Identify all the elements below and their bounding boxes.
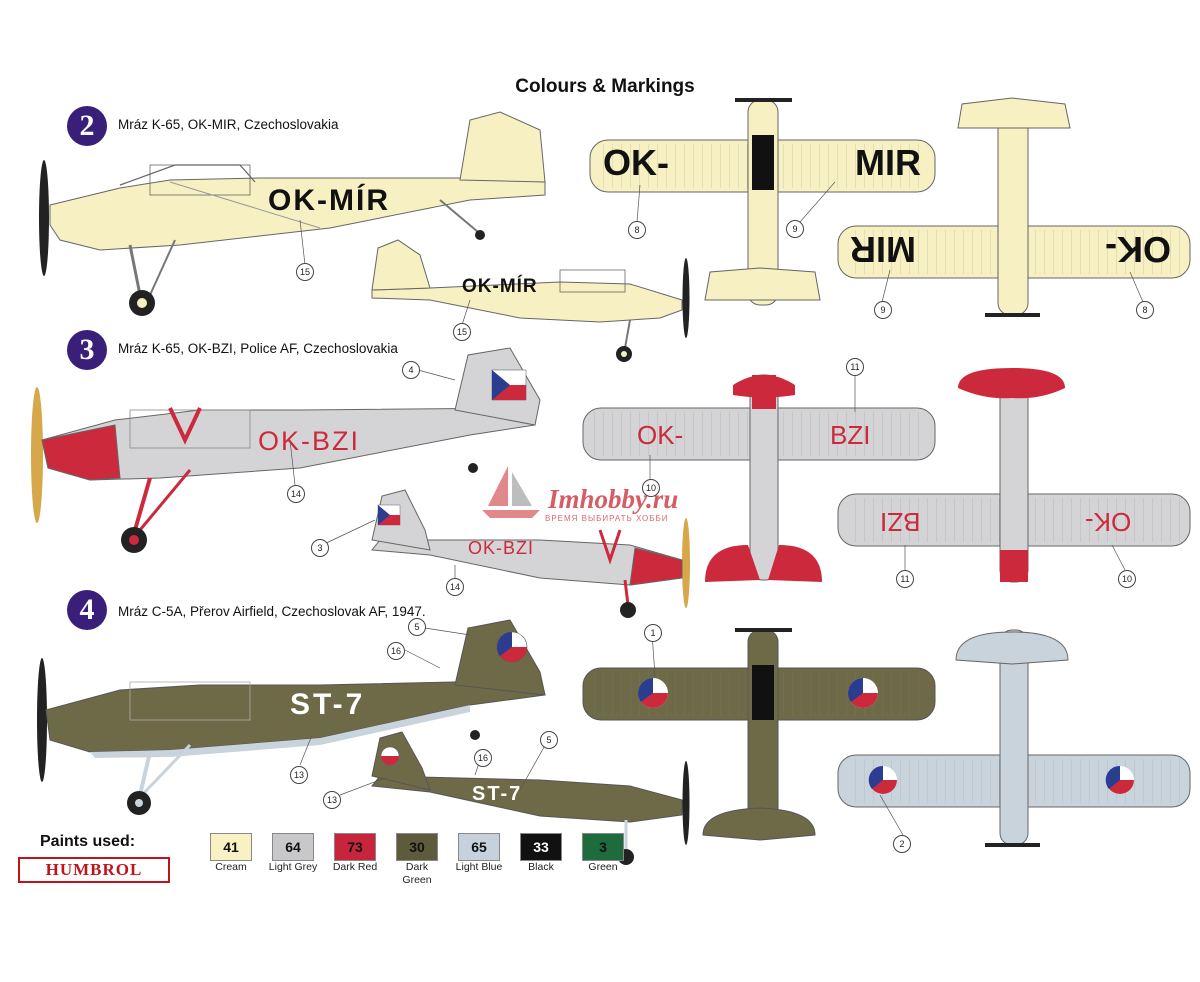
scheme3-side-view [31, 347, 541, 553]
swatch-name: Light Blue [455, 861, 503, 873]
callout-marker: 11 [846, 358, 864, 376]
callout-marker: 13 [290, 766, 308, 784]
callout-marker: 15 [296, 263, 314, 281]
wing-marking-underside: OK- [1105, 229, 1171, 270]
wing-marking-underside: BZI [880, 507, 921, 537]
scheme4-bottom-view [837, 629, 1191, 847]
swatch-name: Green [588, 861, 618, 873]
sailboat-icon [482, 466, 540, 518]
page-title: Colours & Markings [515, 76, 695, 97]
callout-marker: 16 [387, 642, 405, 660]
registration-marking: ST-7 [472, 783, 523, 805]
paint-swatch: 3 Green [579, 833, 627, 887]
callout-marker: 5 [408, 618, 426, 636]
callout-marker: 9 [786, 220, 804, 238]
callout-marker: 8 [1136, 301, 1154, 319]
callout-marker: 14 [287, 485, 305, 503]
callout-marker: 9 [874, 301, 892, 319]
registration-marking: OK-BZI [258, 426, 361, 456]
callout-marker: 10 [642, 479, 660, 497]
callout-marker: 16 [474, 749, 492, 767]
scheme-number-badge: 2 [67, 106, 107, 146]
callout-marker: 15 [453, 323, 471, 341]
registration-marking: OK-MÍR [462, 276, 538, 297]
swatch-code: 30 [396, 833, 438, 861]
scheme-number-badge: 4 [67, 590, 107, 630]
swatch-code: 64 [272, 833, 314, 861]
scheme3-side-view-small [371, 489, 690, 618]
wing-marking-left: OK- [637, 420, 684, 450]
swatch-name: Black [528, 861, 554, 873]
callout-leaders [289, 181, 1144, 836]
scheme3-top-view [582, 374, 936, 582]
swatch-code: 3 [582, 833, 624, 861]
swatch-code: 33 [520, 833, 562, 861]
czech-roundel [496, 631, 528, 663]
swatch-name: Dark Green [402, 861, 432, 886]
callout-marker: 4 [402, 361, 420, 379]
scheme-label: Mráz K-65, OK-MIR, Czechoslovakia [118, 117, 339, 132]
czech-roundel [491, 369, 527, 401]
callout-marker: 5 [540, 731, 558, 749]
scheme4-side-view-small [371, 731, 690, 865]
czech-roundel [1105, 765, 1134, 794]
scheme2-side-view-small [371, 239, 690, 362]
callout-marker: 13 [323, 791, 341, 809]
swatch-code: 65 [458, 833, 500, 861]
swatch-name: Light Grey [268, 861, 318, 873]
callout-marker: 10 [1118, 570, 1136, 588]
paint-swatch: 65 Light Blue [455, 833, 503, 887]
paint-swatch: 64 Light Grey [269, 833, 317, 887]
watermark-site: Imhobby.ru [548, 484, 679, 514]
watermark-logo [478, 462, 544, 527]
scheme2-top-view [589, 98, 936, 306]
paint-swatch: 30 Dark Green [393, 833, 441, 887]
wing-marking-right: BZI [830, 420, 871, 450]
czech-roundel [868, 765, 897, 794]
scheme4-side-view [37, 619, 546, 815]
callout-marker: 2 [893, 835, 911, 853]
swatch-code: 41 [210, 833, 252, 861]
scheme-number-badge: 3 [67, 330, 107, 370]
wing-marking-right: MIR [855, 142, 921, 183]
czech-roundel [638, 678, 668, 708]
paint-swatch: 33 Black [517, 833, 565, 887]
registration-marking: OK-BZI [468, 538, 535, 558]
paint-swatch: 73 Dark Red [331, 833, 379, 887]
registration-marking: ST-7 [290, 688, 366, 721]
scheme4-top-view [582, 628, 936, 841]
watermark-tagline: ВРЕМЯ ВЫБИРАТЬ ХОББИ [545, 514, 669, 523]
paint-swatch-list: 41 Cream 64 Light Grey 73 Dark Red 30 Da… [207, 833, 627, 887]
swatch-name: Dark Red [332, 861, 378, 873]
callout-marker: 11 [896, 570, 914, 588]
scheme2-bottom-view [837, 97, 1191, 317]
wing-marking-underside: MIR [850, 229, 916, 270]
callout-marker: 3 [311, 539, 329, 557]
callout-marker: 1 [644, 624, 662, 642]
paints-heading: Paints used: [40, 833, 136, 850]
czech-roundel [848, 678, 878, 708]
wing-marking-left: OK- [603, 142, 669, 183]
callout-marker: 8 [628, 221, 646, 239]
scheme2-side-view [39, 111, 546, 316]
scheme-label: Mráz C-5A, Přerov Airfield, Czechoslovak… [118, 604, 426, 619]
paint-swatch: 41 Cream [207, 833, 255, 887]
swatch-name: Cream [215, 861, 247, 873]
swatch-code: 73 [334, 833, 376, 861]
registration-marking: OK-MÍR [268, 184, 390, 217]
scheme3-bottom-view [837, 368, 1191, 583]
wing-marking-underside: OK- [1085, 507, 1132, 537]
callout-marker: 14 [446, 578, 464, 596]
humbrol-logo: HUMBROL [18, 857, 170, 883]
scheme-label: Mráz K-65, OK-BZI, Police AF, Czechoslov… [118, 341, 398, 356]
